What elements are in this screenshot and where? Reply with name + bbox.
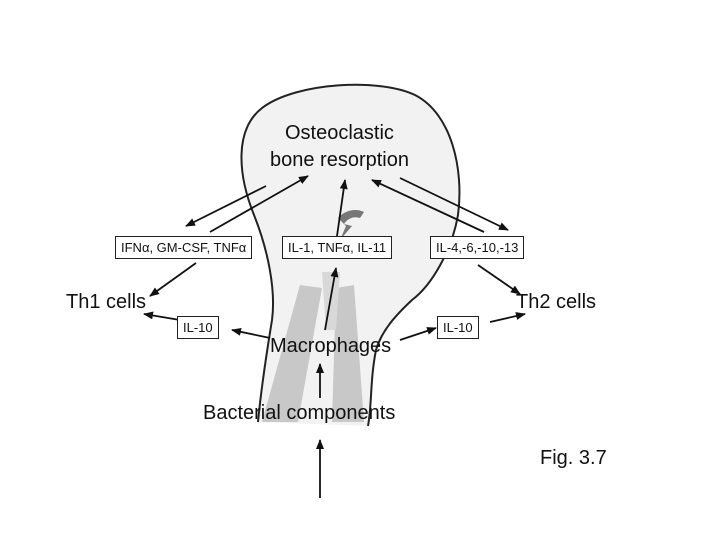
th1-cells-label: Th1 cells	[66, 291, 147, 313]
arrow-resorption-to-th2-box	[399, 177, 509, 231]
arrow-il10-to-th1-cells	[143, 311, 181, 321]
il10-left-box: IL-10	[177, 316, 219, 339]
macrophages-label: Macrophages	[270, 335, 392, 357]
arrow-th2-box-to-resorption	[371, 179, 485, 233]
osteoclast-shape	[338, 210, 364, 240]
arrow-macrophage-box-to-resorption	[336, 179, 348, 237]
arrow-macrophages-to-left-il10	[231, 327, 271, 339]
root-right	[332, 285, 364, 422]
osteoclastic-label: Osteoclastic	[285, 122, 394, 144]
arrow-th1-box-to-th1-cells	[149, 262, 197, 297]
arrow-il10-to-th2-cells	[489, 312, 526, 323]
arrow-th2-box-to-th2-cells	[477, 264, 521, 295]
il10-right-box: IL-10	[437, 316, 479, 339]
figure-label: Fig. 3.7	[540, 447, 607, 469]
arrow-resorption-to-th1-box	[185, 185, 267, 227]
root-left	[262, 285, 322, 422]
th2-cells-label: Th2 cells	[516, 291, 597, 313]
arrow-th1-box-to-resorption	[209, 175, 309, 233]
arrow-macrophages-to-center-box	[324, 267, 339, 331]
macrophage-cytokines-box: IL-1, TNFα, IL-11	[282, 236, 393, 259]
th2-cytokines-box: IL-4,-6,-10,-13	[430, 236, 525, 259]
bone-resorption-label: bone resorption	[270, 149, 409, 171]
bacterial-components-label: Bacterial components	[203, 402, 396, 424]
arrow-macrophages-to-right-il10	[399, 327, 437, 341]
th1-cytokines-box: IFNα, GM-CSF, TNFα	[115, 236, 253, 259]
